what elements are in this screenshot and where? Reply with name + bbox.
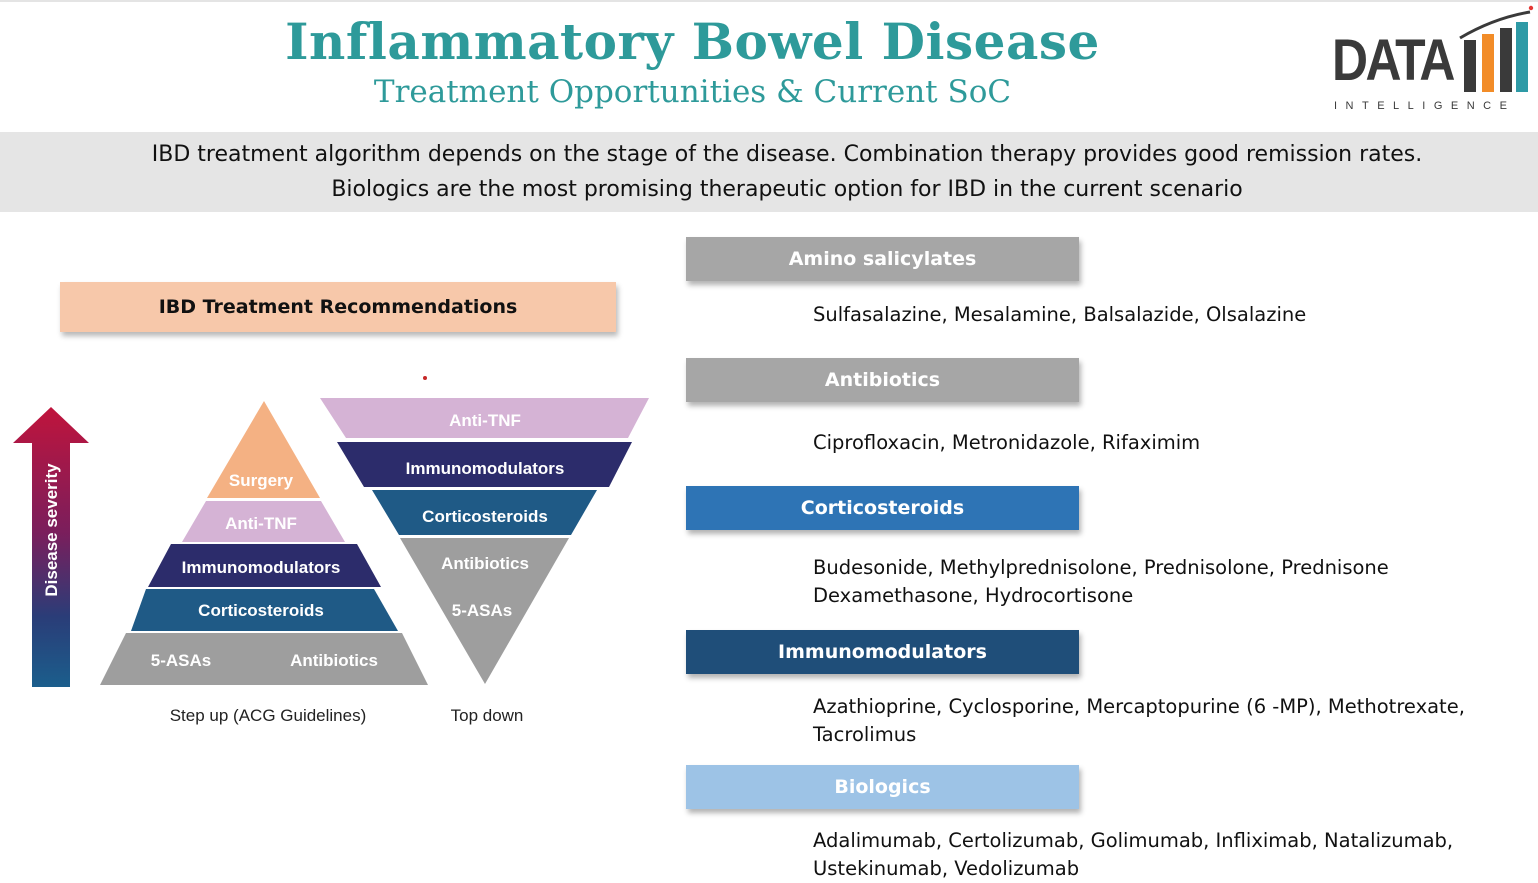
summary-line-2: Biologics are the most promising therape…: [331, 177, 1243, 202]
logo-tagline: INTELLIGENCE: [1334, 100, 1516, 112]
category-header-biologics: Biologics: [686, 765, 1079, 809]
category-drugs-biologics: Adalimumab, Certolizumab, Golimumab, Inf…: [813, 827, 1513, 883]
step-up-pyramid: Surgery Anti-TNF Immunomodulators Cortic…: [100, 401, 428, 685]
category-header-amino-salicylates: Amino salicylates: [686, 237, 1079, 281]
pyramids-svg: Disease severity Surgery Anti-TNF Immuno…: [13, 398, 649, 725]
step-up-level-immunomodulators: [148, 544, 381, 587]
category-drugs-antibiotics: Ciprofloxacin, Metronidazole, Rifaximim: [813, 429, 1513, 457]
category-header-antibiotics: Antibiotics: [686, 358, 1079, 402]
top-down-level-anti-tnf: [320, 398, 649, 438]
drug-line: Adalimumab, Certolizumab, Golimumab, Inf…: [813, 829, 1454, 852]
step-up-level-surgery-label: Surgery: [229, 471, 294, 490]
step-up-level-anti-tnf: [182, 501, 345, 542]
disease-severity-arrow: Disease severity: [13, 407, 89, 687]
summary-banner: IBD treatment algorithm depends on the s…: [0, 132, 1538, 212]
drug-line: Azathioprine, Cyclosporine, Mercaptopuri…: [813, 695, 1465, 718]
drug-line: Ustekinumab, Vedolizumab: [813, 857, 1080, 880]
top-down-level-antibiotics-label: Antibiotics: [441, 554, 529, 573]
top-rule: [0, 0, 1538, 2]
category-drugs-amino-salicylates: Sulfasalazine, Mesalamine, Balsalazide, …: [813, 301, 1513, 329]
top-down-level-immunomodulators-label: Immunomodulators: [406, 459, 565, 478]
top-down-level-corticosteroids: [372, 490, 597, 535]
step-up-level-anti-tnf-label: Anti-TNF: [225, 514, 297, 533]
summary-line-1: IBD treatment algorithm depends on the s…: [151, 142, 1423, 167]
logo-bar-graph-icon: [1459, 5, 1534, 92]
recommendations-heading: IBD Treatment Recommendations: [60, 282, 616, 332]
top-down-level-5-asas-label: 5-ASAs: [452, 601, 512, 620]
datam-intelligence-logo: DATA INTELLIGENCE: [1330, 4, 1534, 116]
top-down-level-immunomodulators: [337, 442, 632, 487]
drug-line: Sulfasalazine, Mesalamine, Balsalazide, …: [813, 303, 1307, 326]
step-up-caption: Step up (ACG Guidelines): [170, 706, 367, 725]
top-down-level-anti-tnf-label: Anti-TNF: [449, 411, 521, 430]
drug-line: Budesonide, Methylprednisolone, Predniso…: [813, 556, 1389, 579]
step-up-level-antibiotics-label: Antibiotics: [290, 651, 378, 670]
step-up-level-corticosteroids: [131, 589, 398, 631]
red-dot-mark: [423, 376, 427, 380]
treatment-pyramids-diagram: Disease severity Surgery Anti-TNF Immuno…: [0, 380, 660, 740]
drug-line: Tacrolimus: [813, 723, 917, 746]
step-up-level-immunomodulators-label: Immunomodulators: [182, 558, 341, 577]
category-header-corticosteroids: Corticosteroids: [686, 486, 1079, 530]
logo-wordmark: DATA: [1332, 28, 1455, 93]
step-up-level-corticosteroids-label: Corticosteroids: [198, 601, 324, 620]
step-up-level-surgery: [207, 401, 320, 498]
page-title: Inflammatory Bowel Disease: [285, 12, 1100, 71]
top-down-caption: Top down: [451, 706, 524, 725]
disease-severity-label: Disease severity: [42, 463, 61, 597]
step-up-level-5-asas-label: 5-ASAs: [151, 651, 211, 670]
top-down-pyramid: Anti-TNF Immunomodulators Corticosteroid…: [320, 398, 649, 684]
page-subtitle: Treatment Opportunities & Current SoC: [373, 74, 1012, 110]
category-header-immunomodulators: Immunomodulators: [686, 630, 1079, 674]
drug-line: Ciprofloxacin, Metronidazole, Rifaximim: [813, 431, 1201, 454]
step-up-level-base: [100, 633, 428, 685]
category-drugs-corticosteroids: Budesonide, Methylprednisolone, Predniso…: [813, 554, 1513, 610]
top-down-level-base: [400, 538, 569, 684]
category-drugs-immunomodulators: Azathioprine, Cyclosporine, Mercaptopuri…: [813, 693, 1513, 749]
top-down-level-corticosteroids-label: Corticosteroids: [422, 507, 548, 526]
drug-line: Dexamethasone, Hydrocortisone: [813, 584, 1134, 607]
